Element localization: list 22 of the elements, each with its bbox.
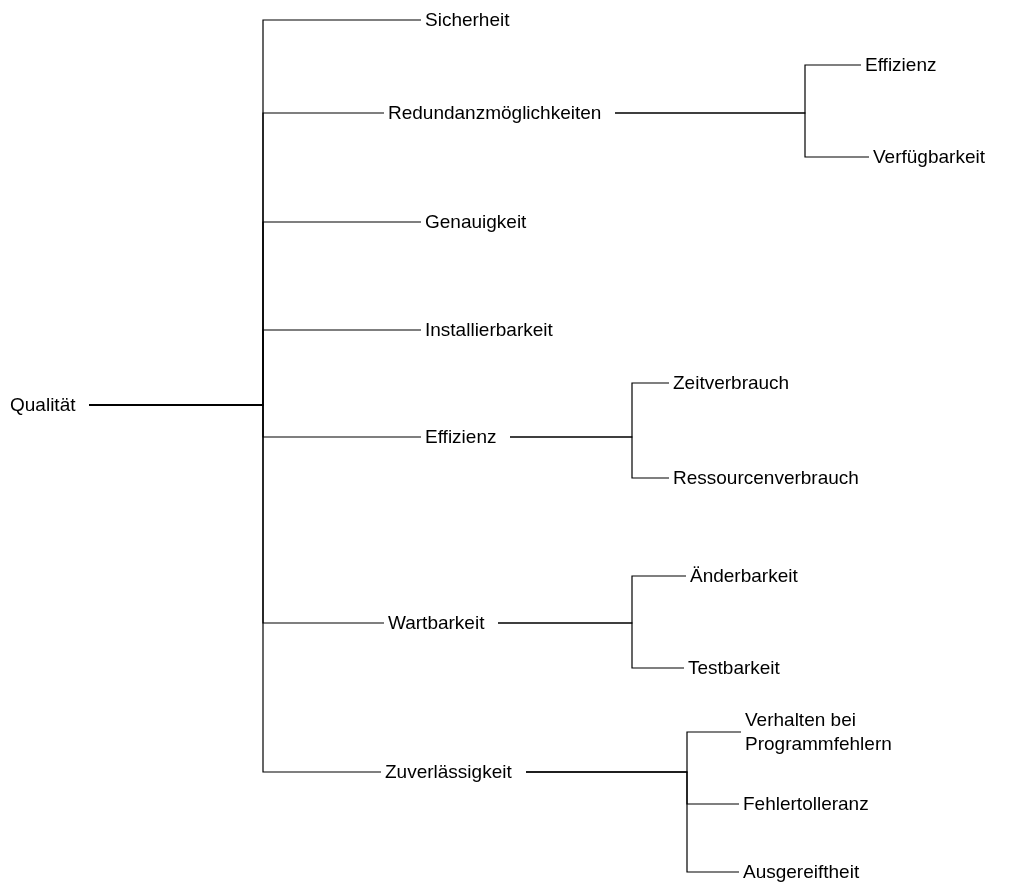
connector-line	[509, 436, 670, 479]
node-label: Genauigkeit	[425, 210, 527, 234]
connector-line	[614, 112, 870, 158]
node-label: Verfügbarkeit	[873, 145, 985, 169]
node-label: Testbarkeit	[688, 656, 780, 680]
node-label: Ausgereiftheit	[743, 860, 860, 884]
connector-line	[525, 771, 740, 873]
node-label: Zuverlässigkeit	[385, 760, 512, 784]
node-label: Effizienz	[865, 53, 937, 77]
node-label: Zeitverbrauch	[673, 371, 790, 395]
node-label: Redundanzmöglichkeiten	[388, 101, 602, 125]
node-label: Verhalten bei Programmfehlern	[745, 708, 960, 756]
connector-line	[88, 404, 382, 773]
node-label: Wartbarkeit	[388, 611, 485, 635]
node-label: Installierbarkeit	[425, 318, 553, 342]
node-label: Ressourcenverbrauch	[673, 466, 859, 490]
node-label: Effizienz	[425, 425, 497, 449]
node-label: Änderbarkeit	[690, 564, 798, 588]
node-label: Qualität	[10, 393, 76, 417]
node-label: Fehlertolleranz	[743, 792, 869, 816]
connector-line	[497, 622, 685, 669]
node-label: Sicherheit	[425, 8, 510, 32]
